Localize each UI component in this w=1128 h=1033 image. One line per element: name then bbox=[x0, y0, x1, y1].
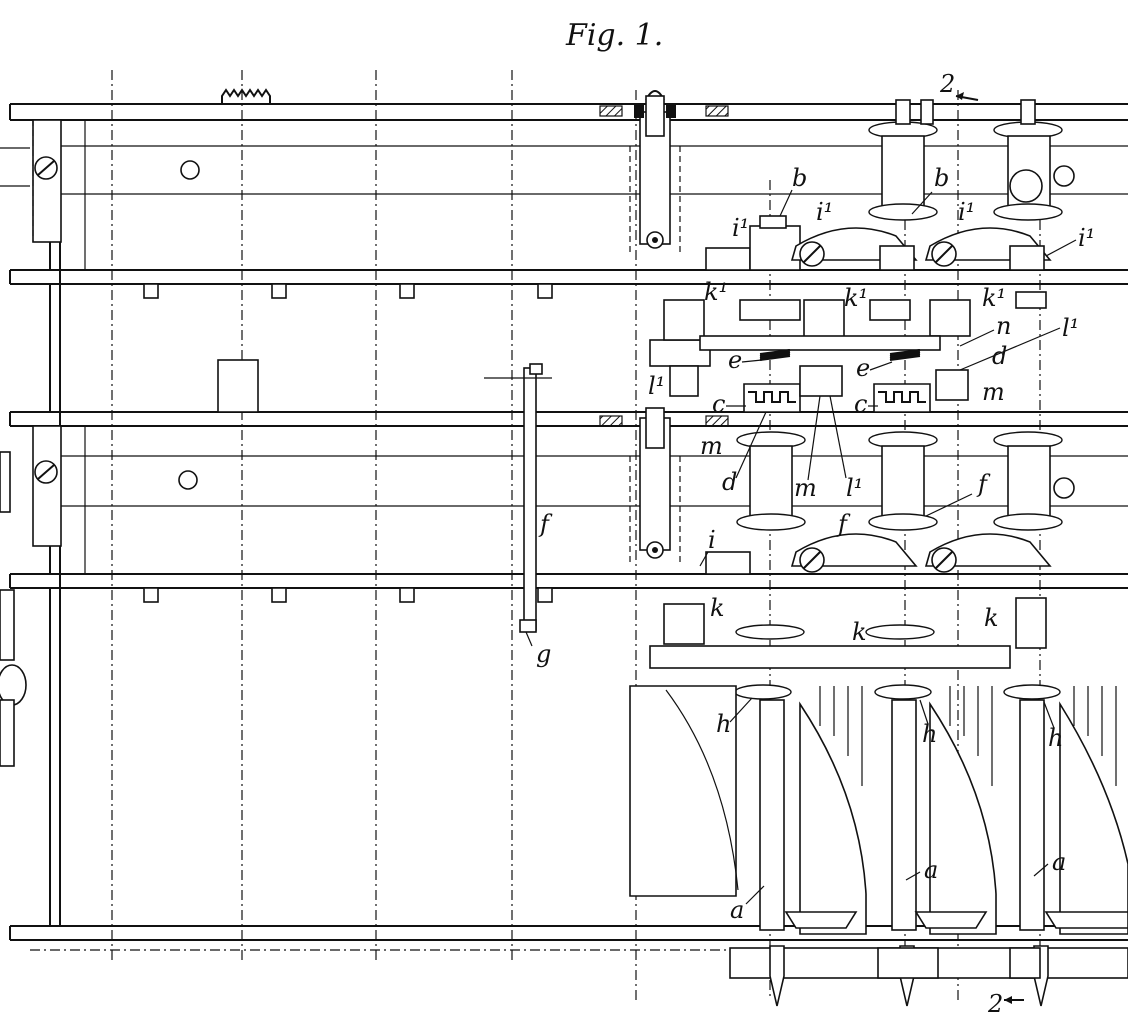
svg-text:b: b bbox=[934, 164, 949, 192]
clevis-upper bbox=[599, 90, 729, 256]
svg-text:e: e bbox=[728, 346, 742, 374]
svg-text:m: m bbox=[700, 432, 723, 460]
rail-pins bbox=[143, 88, 553, 603]
upper-cam-levers bbox=[705, 215, 1052, 271]
svg-text:i¹: i¹ bbox=[958, 198, 975, 226]
svg-text:k: k bbox=[984, 604, 999, 632]
lower-spindles bbox=[736, 431, 1075, 531]
frame-rails bbox=[9, 103, 1128, 941]
svg-text:f: f bbox=[538, 510, 553, 538]
svg-text:2: 2 bbox=[939, 70, 955, 98]
svg-text:n: n bbox=[996, 312, 1011, 340]
svg-text:i¹: i¹ bbox=[732, 214, 749, 242]
svg-text:k¹: k¹ bbox=[704, 278, 728, 306]
section-mark-top: 2 bbox=[939, 70, 979, 101]
svg-text:i¹: i¹ bbox=[1078, 224, 1095, 252]
upper-spindles bbox=[868, 99, 1075, 221]
reference-labels: b b i¹ i¹ i¹ i¹ k¹ k¹ k¹ n l¹ d m l¹ e e… bbox=[525, 164, 1095, 924]
bottom-shaft bbox=[729, 945, 1128, 1007]
svg-text:i¹: i¹ bbox=[816, 198, 833, 226]
svg-text:a: a bbox=[1052, 848, 1066, 876]
svg-text:m: m bbox=[794, 474, 817, 502]
bottom-blocks bbox=[629, 685, 1128, 935]
svg-text:i: i bbox=[708, 526, 716, 554]
svg-text:2: 2 bbox=[987, 990, 1003, 1018]
figure-title: Fig. 1. bbox=[565, 18, 663, 53]
svg-text:k¹: k¹ bbox=[982, 284, 1006, 312]
section-mark-bottom: 2 bbox=[987, 990, 1024, 1018]
clevis-lower bbox=[599, 407, 729, 566]
left-handle bbox=[0, 147, 30, 767]
svg-text:a: a bbox=[730, 896, 744, 924]
svg-text:g: g bbox=[536, 640, 551, 668]
svg-text:d: d bbox=[722, 468, 737, 496]
lower-cam-levers bbox=[705, 533, 1052, 575]
svg-text:f: f bbox=[976, 470, 991, 498]
svg-text:l¹: l¹ bbox=[648, 372, 665, 400]
svg-text:c: c bbox=[712, 390, 725, 418]
upper-mechanism bbox=[649, 291, 1047, 413]
svg-text:c: c bbox=[854, 390, 867, 418]
svg-text:k: k bbox=[852, 618, 867, 646]
svg-text:d: d bbox=[992, 342, 1007, 370]
svg-text:k¹: k¹ bbox=[844, 284, 868, 312]
lower-mechanism bbox=[649, 597, 1061, 700]
svg-text:h: h bbox=[1048, 724, 1063, 752]
svg-text:a: a bbox=[924, 856, 938, 884]
svg-text:k: k bbox=[710, 594, 725, 622]
hole-upper bbox=[180, 160, 200, 180]
svg-text:h: h bbox=[922, 720, 937, 748]
rod-f-g bbox=[484, 363, 552, 633]
svg-text:h: h bbox=[716, 710, 731, 738]
svg-text:b: b bbox=[792, 164, 807, 192]
left-clamp-plate-lower bbox=[32, 425, 62, 547]
svg-text:e: e bbox=[856, 354, 870, 382]
svg-text:m: m bbox=[982, 378, 1005, 406]
svg-text:l¹: l¹ bbox=[846, 474, 863, 502]
left-clamp-plate-upper bbox=[32, 119, 62, 243]
hole-lower bbox=[178, 470, 198, 490]
svg-text:l¹: l¹ bbox=[1062, 314, 1079, 342]
